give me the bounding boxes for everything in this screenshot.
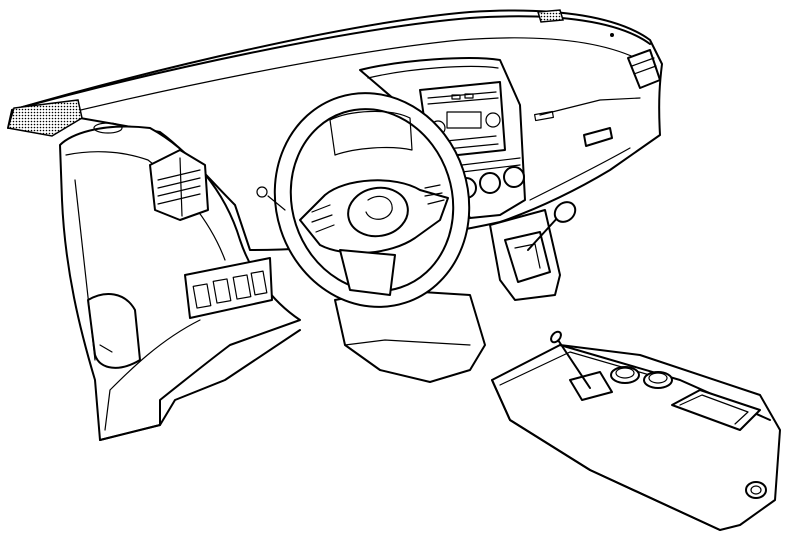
left-air-vent bbox=[149, 149, 209, 221]
right-air-vent bbox=[627, 49, 661, 89]
shift-knob bbox=[553, 201, 577, 223]
console-shift-boot bbox=[569, 371, 613, 401]
switch-panel bbox=[184, 257, 273, 319]
switch-4 bbox=[250, 270, 268, 296]
cup-holder-2 bbox=[643, 371, 673, 389]
cup-holders bbox=[610, 366, 673, 389]
right-speaker-grille bbox=[537, 9, 564, 23]
airbag-hub bbox=[347, 186, 409, 238]
instrument-cluster bbox=[329, 110, 413, 156]
radio-display bbox=[446, 111, 482, 129]
center-console bbox=[491, 330, 781, 531]
lower-spoke bbox=[339, 249, 396, 296]
power-outlet bbox=[745, 481, 767, 499]
cup-holder-1 bbox=[610, 366, 640, 384]
ignition-switch bbox=[256, 186, 268, 198]
console-shift-lever bbox=[557, 339, 591, 389]
switch-1 bbox=[192, 283, 212, 309]
tuning-knob bbox=[485, 112, 501, 128]
tweeter-speaker bbox=[93, 122, 123, 134]
right-side-vent bbox=[583, 127, 613, 147]
steering-wheel bbox=[273, 92, 471, 308]
shift-lever bbox=[527, 214, 561, 251]
gear-shifter bbox=[504, 201, 577, 283]
climate-knob-right bbox=[503, 166, 525, 188]
shift-gate bbox=[504, 231, 551, 283]
left-storage-pocket bbox=[87, 293, 141, 369]
right-wheel-buttons bbox=[424, 184, 445, 205]
switch-2 bbox=[212, 278, 232, 304]
glove-box bbox=[529, 97, 641, 201]
storage-bin bbox=[671, 389, 761, 431]
climate-knob-center bbox=[479, 172, 501, 194]
left-speaker-grille bbox=[7, 99, 83, 137]
left-wheel-buttons bbox=[311, 204, 335, 233]
switch-3 bbox=[232, 274, 252, 300]
